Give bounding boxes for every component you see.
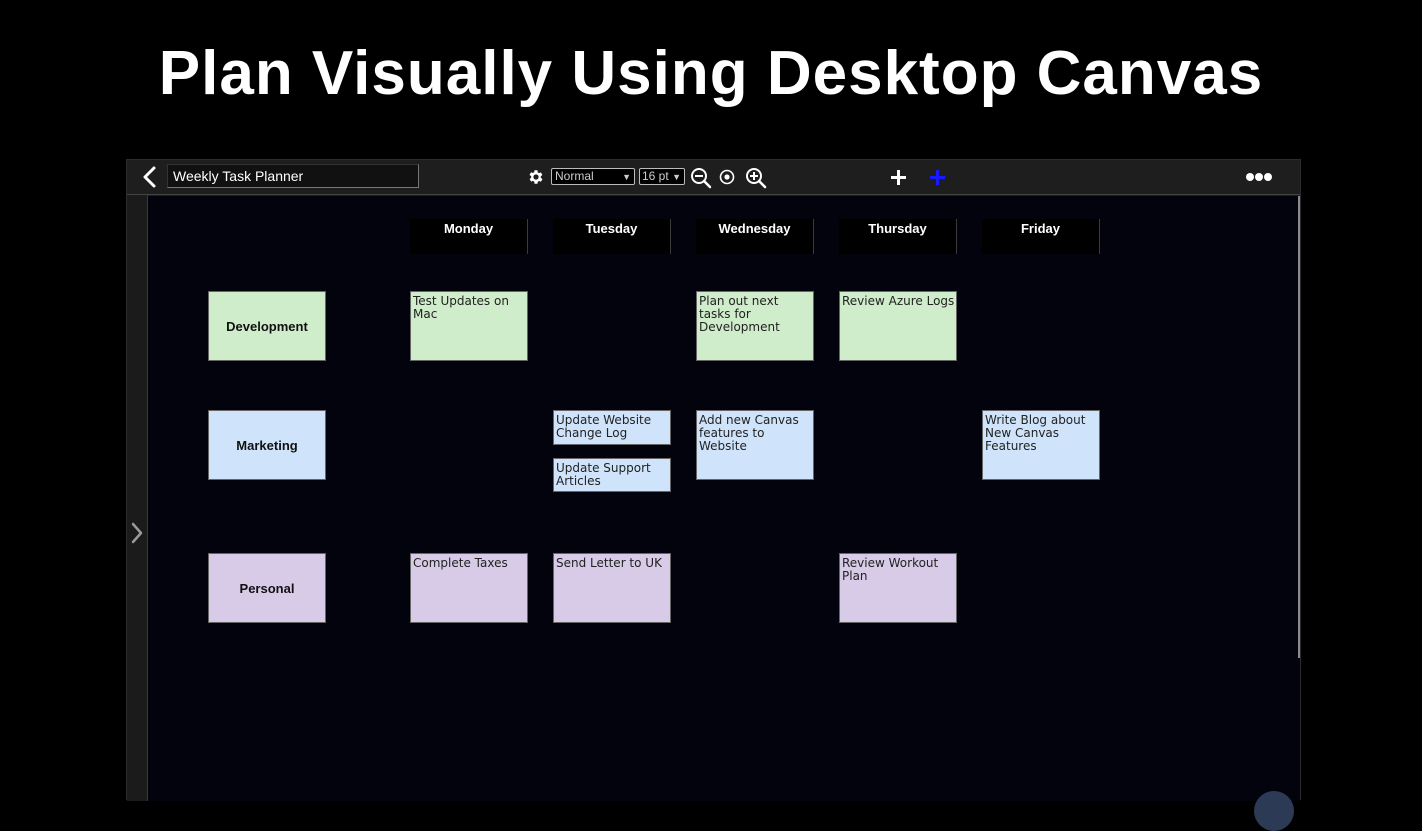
note-marketing-tuesday-1[interactable]: Update Website Change Log (553, 410, 671, 445)
category-personal[interactable]: Personal (208, 553, 326, 623)
note-personal-tuesday[interactable]: Send Letter to UK (553, 553, 671, 623)
zoom-reset-icon[interactable] (719, 169, 735, 185)
chevron-down-icon: ▼ (672, 172, 681, 182)
zoom-in-icon[interactable] (745, 167, 767, 189)
toolbar: Normal ▼ 16 pt ▼ (127, 160, 1300, 195)
more-icon[interactable] (1245, 171, 1273, 183)
canvas-app-window: Normal ▼ 16 pt ▼ (126, 159, 1301, 801)
planner-canvas[interactable]: Monday Tuesday Wednesday Thursday Friday… (148, 196, 1300, 801)
category-development[interactable]: Development (208, 291, 326, 361)
note-marketing-tuesday-2[interactable]: Update Support Articles (553, 458, 671, 492)
day-header-thursday: Thursday (839, 219, 957, 254)
day-header-friday: Friday (982, 219, 1100, 254)
page-headline: Plan Visually Using Desktop Canvas (158, 39, 1264, 108)
note-personal-thursday[interactable]: Review Workout Plan (839, 553, 957, 623)
note-marketing-wednesday[interactable]: Add new Canvas features to Website (696, 410, 814, 480)
zoom-out-icon[interactable] (690, 167, 712, 189)
canvas-scrollbar[interactable] (1298, 196, 1300, 658)
note-dev-thursday[interactable]: Review Azure Logs (839, 291, 957, 361)
expand-chevron-icon (131, 522, 143, 544)
gear-icon[interactable] (527, 168, 545, 186)
text-style-select[interactable]: Normal ▼ (551, 168, 635, 185)
font-size-value: 16 pt (642, 169, 669, 183)
canvas-title-input[interactable] (167, 164, 419, 188)
font-size-select[interactable]: 16 pt ▼ (639, 168, 685, 185)
side-panel-toggle[interactable] (127, 195, 148, 801)
day-header-wednesday: Wednesday (696, 219, 814, 254)
back-arrow-icon[interactable] (139, 165, 161, 189)
note-personal-monday[interactable]: Complete Taxes (410, 553, 528, 623)
note-dev-monday[interactable]: Test Updates on Mac (410, 291, 528, 361)
add-blue-icon[interactable] (928, 168, 947, 187)
text-style-value: Normal (555, 169, 594, 183)
help-button[interactable] (1254, 791, 1294, 831)
chevron-down-icon: ▼ (622, 172, 631, 182)
note-dev-wednesday[interactable]: Plan out next tasks for Development (696, 291, 814, 361)
category-marketing[interactable]: Marketing (208, 410, 326, 480)
day-header-monday: Monday (410, 219, 528, 254)
day-header-tuesday: Tuesday (553, 219, 671, 254)
note-marketing-friday[interactable]: Write Blog about New Canvas Features (982, 410, 1100, 480)
add-icon[interactable] (889, 168, 908, 187)
